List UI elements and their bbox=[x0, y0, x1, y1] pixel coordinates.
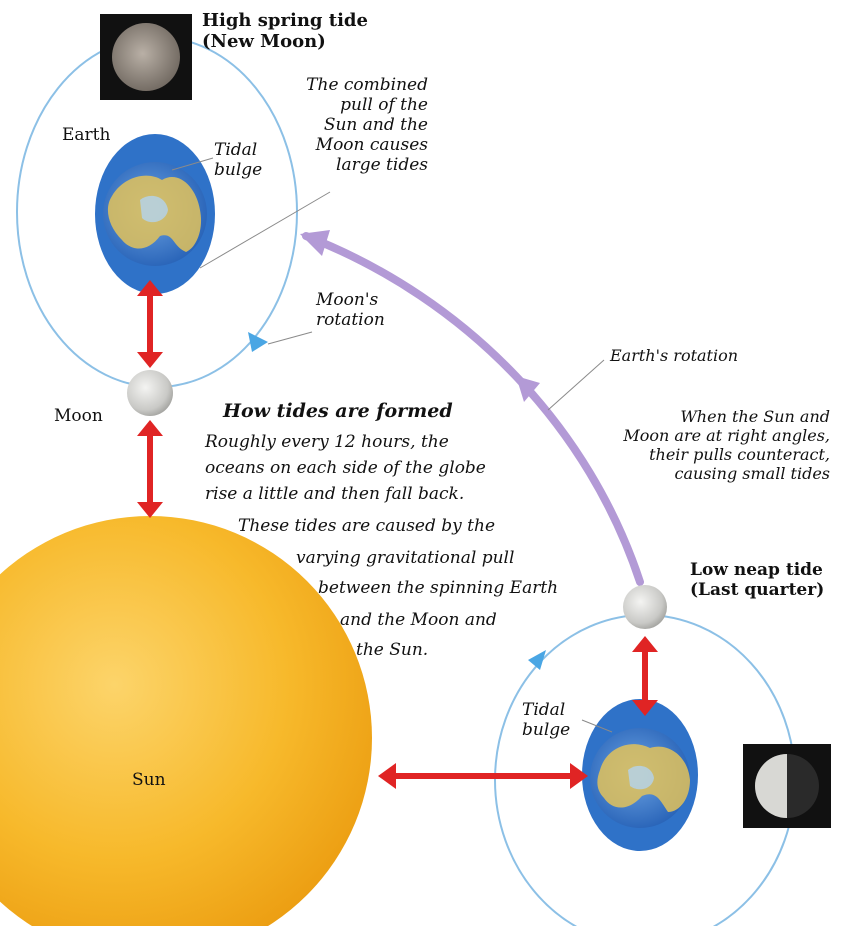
explanation-line: and the Moon and bbox=[340, 610, 497, 630]
sun-label: Sun bbox=[132, 770, 166, 790]
earth-top bbox=[95, 134, 215, 294]
right-angles-caption: When the Sun and Moon are at right angle… bbox=[612, 408, 830, 484]
moon-bottom bbox=[623, 585, 667, 629]
explanation-line: the Sun. bbox=[356, 640, 428, 660]
moon-label: Moon bbox=[54, 406, 103, 426]
explanation-line: rise a little and then fall back. bbox=[205, 484, 464, 504]
earth-bottom bbox=[582, 699, 698, 851]
earth-label: Earth bbox=[62, 125, 110, 145]
explanation-line: Roughly every 12 hours, the bbox=[205, 432, 449, 452]
gravity-arrow-sun-earth bbox=[378, 763, 588, 789]
explanation-line: These tides are caused by the bbox=[238, 516, 495, 536]
combined-pull-caption: The combined pull of the Sun and the Moo… bbox=[290, 75, 428, 175]
tidal-bulge-label-bottom: Tidal bulge bbox=[522, 700, 570, 740]
explanation-line: varying gravitational pull bbox=[296, 548, 514, 568]
moons-rotation-label: Moon's rotation bbox=[316, 290, 385, 330]
earth-rotation-arrowhead-top bbox=[300, 230, 330, 256]
gravity-arrow-moon-earth-bottom bbox=[632, 636, 658, 716]
spring-tide-title: High spring tide (New Moon) bbox=[202, 10, 368, 52]
sun bbox=[0, 516, 372, 926]
moon-top bbox=[127, 370, 173, 416]
neap-tide-title: Low neap tide (Last quarter) bbox=[690, 560, 824, 600]
earths-rotation-label: Earth's rotation bbox=[610, 347, 738, 366]
explanation-heading: How tides are formed bbox=[223, 400, 453, 422]
gravity-arrow-earth-moon-top bbox=[137, 280, 163, 368]
gravity-arrow-moon-sun bbox=[137, 420, 163, 518]
explanation-line: oceans on each side of the globe bbox=[205, 458, 486, 478]
explanation-line: between the spinning Earth bbox=[318, 578, 558, 598]
new-moon-photo bbox=[100, 14, 192, 100]
last-quarter-moon-photo bbox=[743, 744, 831, 828]
moon-rotation-marker-top bbox=[248, 332, 268, 352]
tidal-bulge-label-top: Tidal bulge bbox=[214, 140, 262, 180]
